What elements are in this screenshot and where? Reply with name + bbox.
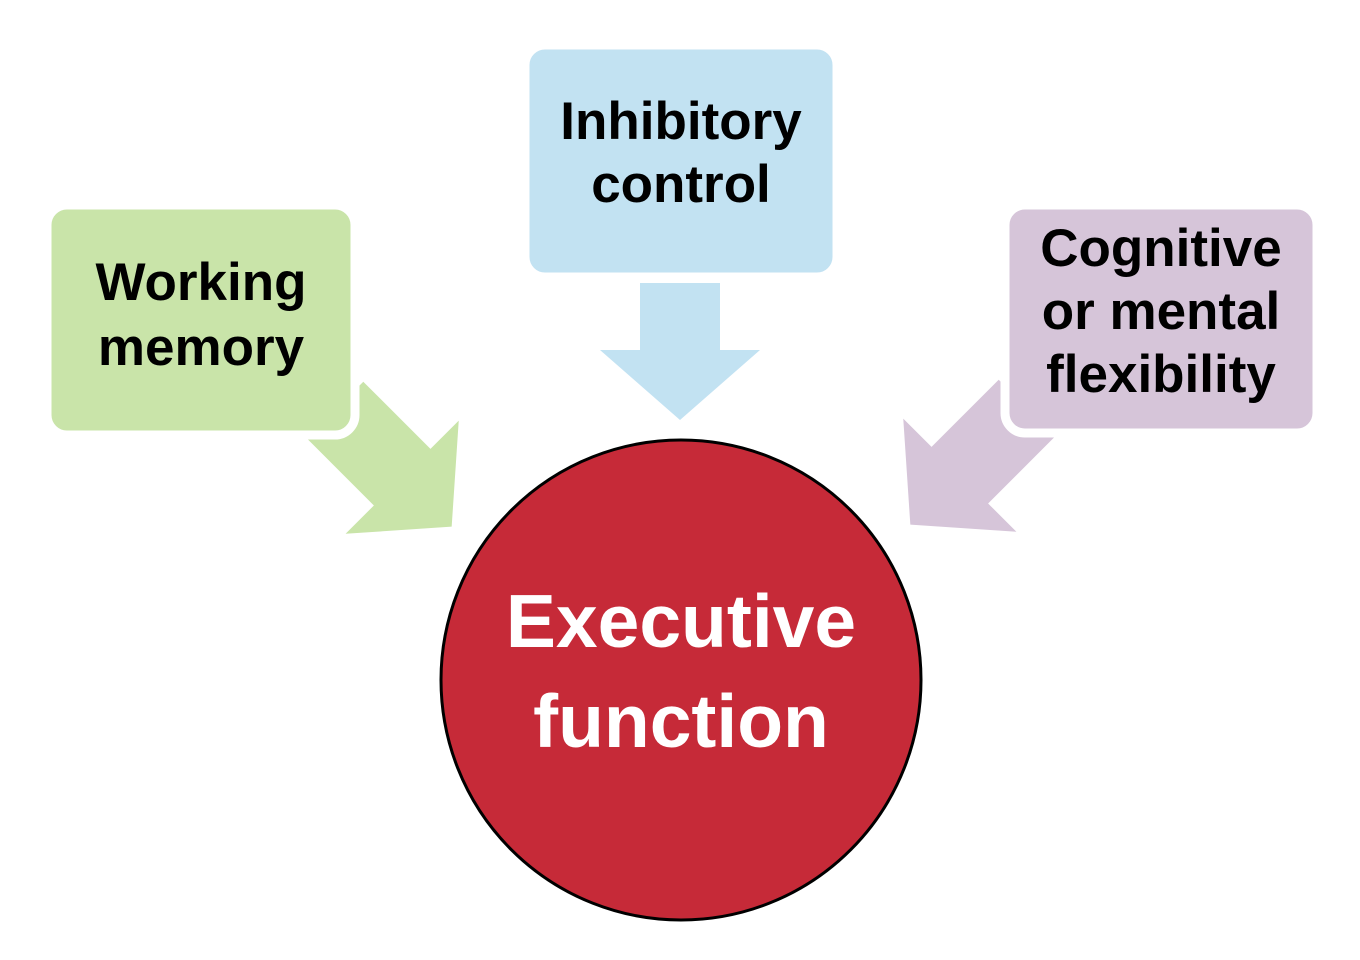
executive-function-node: Executive function bbox=[439, 438, 923, 922]
inhibitory-control-label-line2: control bbox=[591, 155, 771, 214]
cognitive-flexibility-label-line1: Cognitive bbox=[1040, 219, 1281, 278]
executive-function-circle bbox=[439, 438, 923, 922]
cognitive-flexibility-label-line3: flexibility bbox=[1046, 345, 1276, 404]
cognitive-flexibility-box bbox=[1000, 200, 1322, 438]
working-memory-box bbox=[42, 200, 360, 440]
working-memory-label-line1: Working bbox=[95, 253, 306, 312]
inhibitory-control-node: Inhibitory control bbox=[520, 40, 842, 282]
inhibitory-control-arrow-icon bbox=[600, 283, 760, 420]
executive-function-label-line1: Executive bbox=[506, 579, 856, 663]
cognitive-flexibility-label-line2: or mental bbox=[1042, 282, 1281, 341]
working-memory-node: Working memory bbox=[42, 200, 360, 440]
working-memory-label-line2: memory bbox=[98, 318, 305, 377]
inhibitory-control-label-line1: Inhibitory bbox=[560, 92, 802, 151]
inhibitory-control-box bbox=[520, 40, 842, 282]
executive-function-label-line2: function bbox=[533, 679, 829, 763]
cognitive-flexibility-node: Cognitive or mental flexibility bbox=[1000, 200, 1322, 438]
